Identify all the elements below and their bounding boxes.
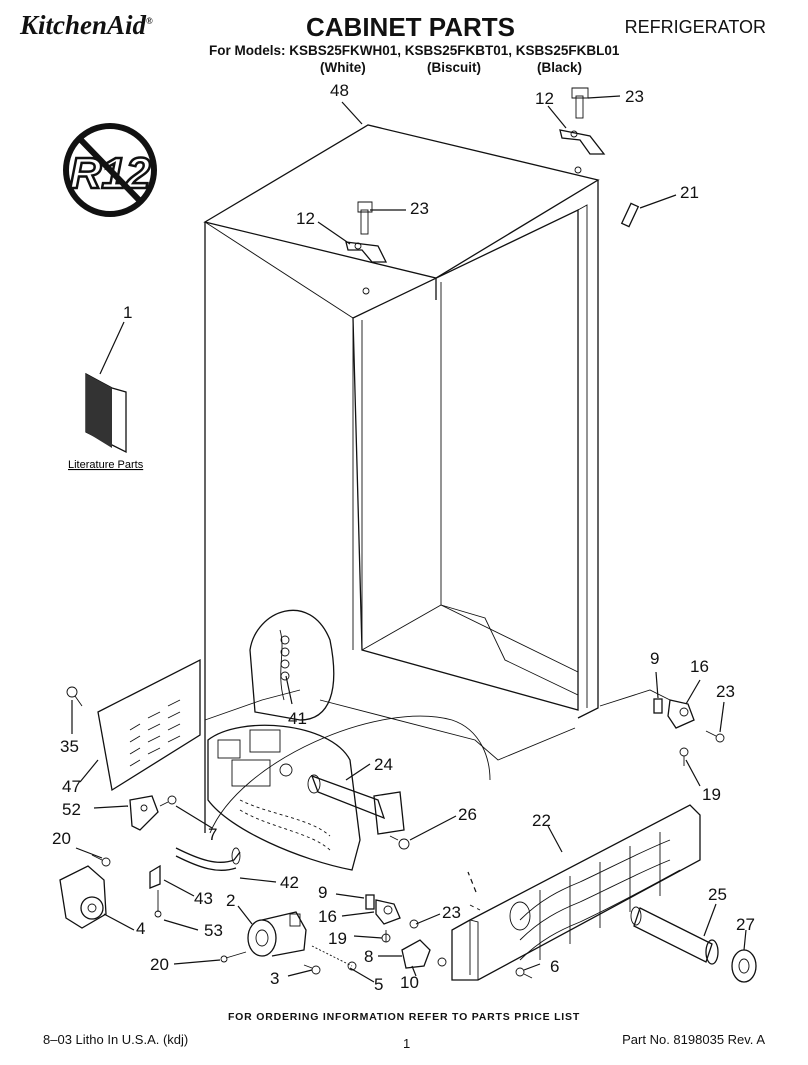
drain-tube-area [249, 609, 335, 721]
callout: 4 [136, 919, 145, 938]
callout: 12 [535, 89, 554, 108]
callout: 42 [280, 873, 299, 892]
callout: 41 [288, 709, 307, 728]
screw-5 [311, 945, 357, 971]
hinge-pin-21 [620, 202, 640, 228]
roller-assembly-4 [59, 854, 111, 929]
water-filter-25 [630, 906, 719, 965]
page-title: CABINET PARTS [306, 12, 515, 42]
page-number: 1 [403, 1036, 411, 1051]
models-line: For Models: KSBS25FKWH01, KSBS25FKBT01, … [209, 43, 620, 58]
callout: 53 [204, 921, 223, 940]
toe-grille-22 [451, 804, 701, 981]
callout: 43 [194, 889, 213, 908]
screw-3 [303, 964, 321, 975]
callout: 23 [716, 682, 735, 701]
callout: 9 [318, 883, 327, 902]
callout: 23 [410, 199, 429, 218]
callout: 5 [374, 975, 383, 994]
callout: 2 [226, 891, 235, 910]
variant-black: (Black) [537, 60, 583, 75]
bracket-43 [149, 864, 162, 918]
callout: 47 [62, 777, 81, 796]
callout: 7 [208, 825, 217, 844]
callout: 9 [650, 649, 659, 668]
callout: 20 [150, 955, 169, 974]
callout: 1 [123, 303, 132, 322]
callout: 52 [62, 800, 81, 819]
callout: 6 [550, 957, 559, 976]
callout: 48 [330, 81, 349, 100]
print-info: 8–03 Litho In U.S.A. (kdj) [43, 1032, 189, 1047]
bottom-hinge-center [365, 894, 419, 943]
cabinet-shell [203, 124, 600, 834]
callout: 12 [296, 209, 315, 228]
fill-tube-24 [307, 774, 405, 835]
motor-2 [220, 911, 307, 963]
literature-parts: Literature Parts [68, 372, 144, 471]
part-number: Part No. 8198035 Rev. A [622, 1032, 765, 1047]
callout: 23 [625, 87, 644, 106]
callout-numbers: 48 12 23 21 12 23 1 41 9 16 23 19 35 47 … [52, 81, 755, 994]
literature-label: Literature Parts [68, 459, 144, 471]
cam-52 [129, 795, 177, 831]
screw-35 [66, 686, 83, 707]
variant-white: (White) [320, 60, 366, 75]
callout: 24 [374, 755, 393, 774]
variant-biscuit: (Biscuit) [427, 60, 481, 75]
bracket-8 [401, 939, 447, 969]
callout: 25 [708, 885, 727, 904]
callout: 16 [318, 907, 337, 926]
callout: 26 [458, 805, 477, 824]
callout: 19 [328, 929, 347, 948]
callout: 16 [690, 657, 709, 676]
appliance-category: REFRIGERATOR [624, 17, 766, 37]
ordering-note: FOR ORDERING INFORMATION REFER TO PARTS … [227, 1011, 581, 1023]
leader-lines [71, 95, 747, 983]
callout: 21 [680, 183, 699, 202]
brand-logo: KitchenAid® [20, 10, 153, 40]
callout: 35 [60, 737, 79, 756]
screw-26 [389, 835, 410, 850]
screw-6 [515, 967, 533, 979]
bottom-hinge-right [599, 689, 725, 766]
callout: 3 [270, 969, 279, 988]
callout: 27 [736, 915, 755, 934]
callout: 10 [400, 973, 419, 992]
drain-tube-42 [175, 847, 241, 871]
callout: 22 [532, 811, 551, 830]
top-hinge-center [345, 201, 388, 295]
callout: 23 [442, 903, 461, 922]
callout: 19 [702, 785, 721, 804]
rear-access-panel [97, 658, 201, 792]
filter-cap-27 [731, 949, 757, 983]
top-hinge-right [559, 87, 606, 174]
valve-assembly [207, 724, 361, 871]
no-r12-icon: R12 [63, 123, 157, 217]
callout: 20 [52, 829, 71, 848]
callout: 8 [364, 947, 373, 966]
